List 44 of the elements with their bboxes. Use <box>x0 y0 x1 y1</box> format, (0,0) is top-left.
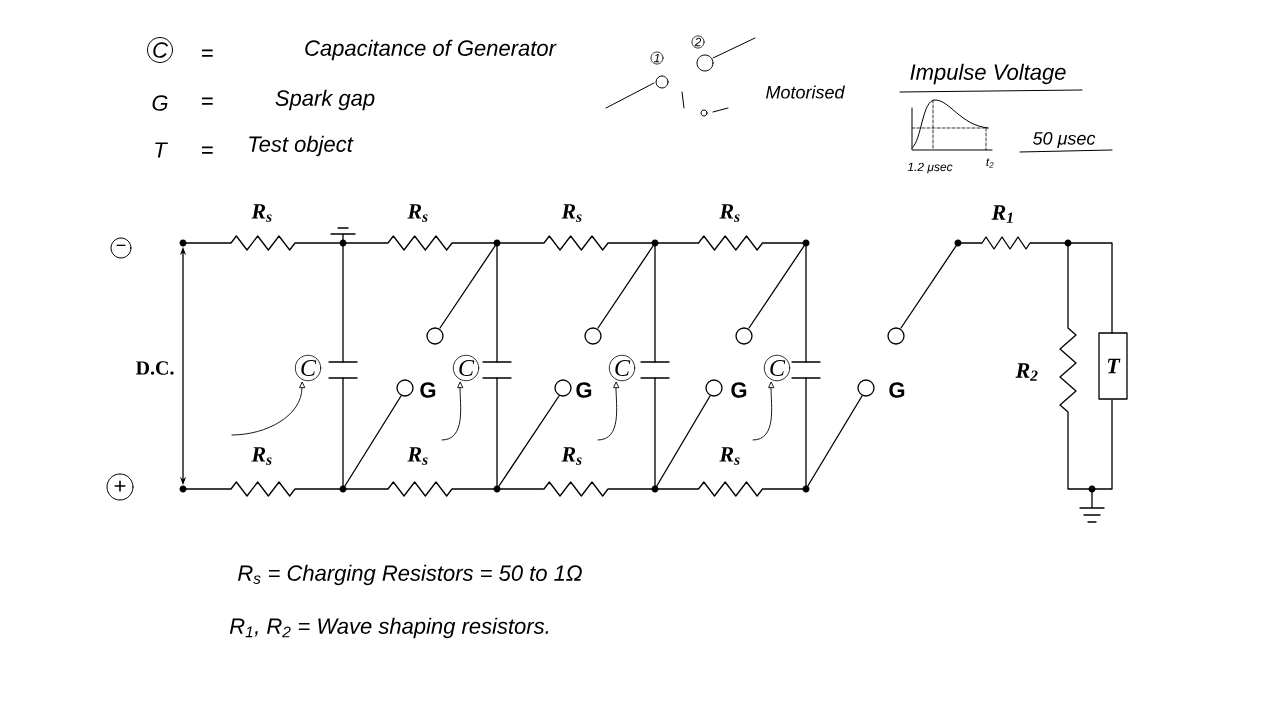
pointer-arrow <box>441 381 463 441</box>
circled-capacitor-label: C <box>763 354 791 382</box>
axis-label: 1.2 μsec <box>907 162 953 174</box>
component-label: R$_{s}$ <box>251 204 272 222</box>
component-label: G <box>420 382 436 398</box>
note-text: 50 μsec <box>1032 132 1096 148</box>
pointer-arrow <box>752 381 774 441</box>
note-text: Capacitance of Generator <box>305 39 557 61</box>
equals-sign: = <box>202 97 213 105</box>
component-label: D.C. <box>135 361 174 375</box>
circled-number: 2 <box>691 35 705 49</box>
component-label: G <box>731 382 747 398</box>
component-label: R$_{s}$ <box>561 447 582 465</box>
note-symbol: G <box>152 95 168 111</box>
terminal-sign: + <box>106 473 134 501</box>
note-title: Impulse Voltage <box>910 63 1066 85</box>
component-label: G <box>576 382 592 398</box>
component-label: R$_{s}$ <box>719 447 740 465</box>
note-text: Test object <box>249 135 354 157</box>
component-label: G <box>889 382 905 398</box>
component-label: R$_{1}$ <box>991 205 1013 223</box>
equals-sign: = <box>202 146 213 154</box>
circled-number: 1 <box>650 51 664 65</box>
note-text: R$_{s}$ = Charging Resistors = 50 to 1Ω <box>238 564 582 586</box>
circled-capacitor-label: C <box>608 354 636 382</box>
component-label: R$_{s}$ <box>251 447 272 465</box>
equals-sign: = <box>202 49 213 57</box>
pointer-arrow <box>597 381 619 441</box>
test-object-box: T <box>1098 332 1128 400</box>
component-label: R$_{2}$ <box>1015 363 1038 381</box>
note-text: Motorised <box>766 85 845 99</box>
component-label: R$_{s}$ <box>407 204 428 222</box>
circled-letter: C <box>147 37 173 63</box>
circled-capacitor-label: C <box>294 354 322 382</box>
pointer-arrow <box>231 381 305 436</box>
terminal-sign: − <box>110 237 132 259</box>
circled-capacitor-label: C <box>452 354 480 382</box>
note-text: Spark gap <box>275 89 375 111</box>
axis-label: t$_{2}$ <box>986 158 994 168</box>
component-label: R$_{s}$ <box>407 447 428 465</box>
component-label: R$_{s}$ <box>561 204 582 222</box>
component-label: R$_{s}$ <box>719 204 740 222</box>
note-text: R$_{1}$, R$_{2}$ = Wave shaping resistors. <box>229 617 549 639</box>
note-symbol: T <box>155 142 169 158</box>
